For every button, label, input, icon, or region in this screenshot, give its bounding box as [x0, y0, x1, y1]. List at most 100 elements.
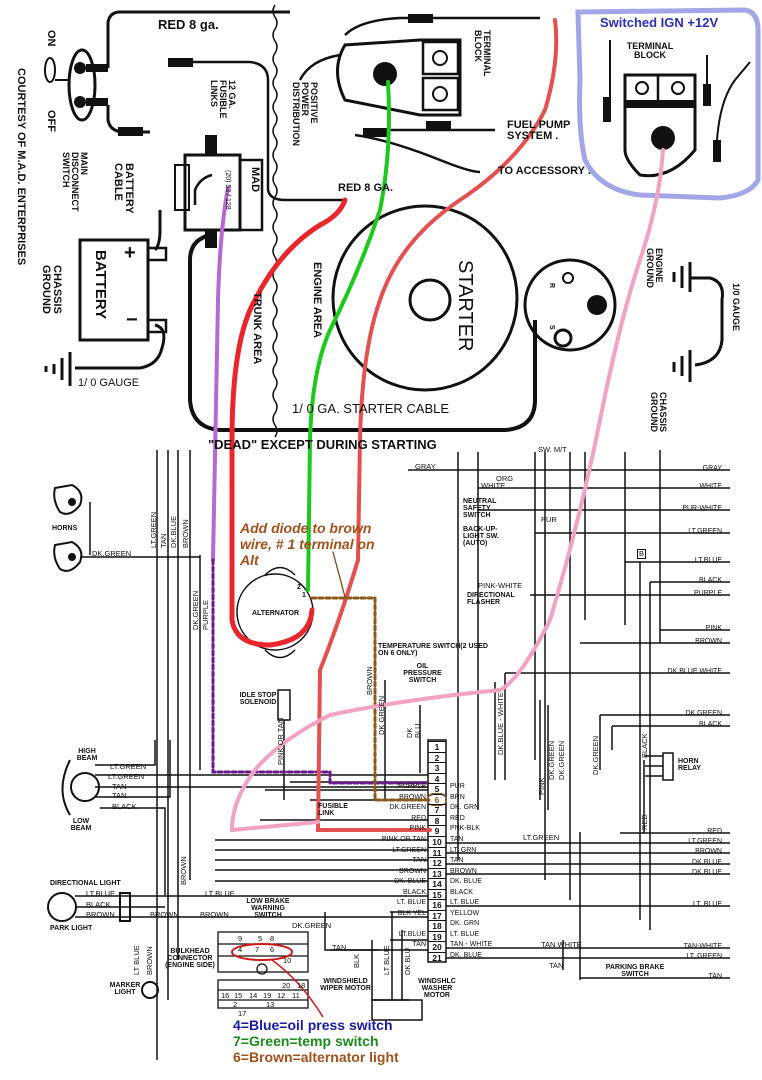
bulkhead-pin-16: 16 — [221, 991, 230, 1000]
fusible-links-label: 12 GA. FUSIBLE LINKS — [209, 80, 237, 119]
connector-right-wire: BROWN — [450, 867, 477, 875]
gray-left-label: GRAY — [415, 462, 436, 471]
bulkhead-pin-10: 10 — [283, 956, 292, 965]
dk-blu-vlabel: DK BLU — [405, 723, 422, 738]
blk-vlabel: BLK — [352, 953, 361, 968]
legend-alternator-light: 6=Brown=alternator light — [233, 1049, 399, 1065]
right-wire-label: BLACK — [699, 577, 722, 584]
bulkhead-pin-6: 6 — [270, 945, 275, 954]
backup-light-label: BACK-UP-LIGHT SW. (AUTO) — [463, 526, 499, 547]
marker-light — [141, 981, 159, 999]
connector-left-wire: LT.GREEN — [392, 846, 426, 854]
headlight — [61, 759, 100, 816]
alternator-label: ALTERNATOR — [252, 610, 300, 617]
right-wire-label: WHITE — [699, 483, 722, 490]
legend-oil-press: 4=Blue=oil press switch — [233, 1017, 393, 1033]
connector-left-wire: LT.BLUE — [398, 930, 426, 938]
switch-on-label: ON — [45, 30, 57, 47]
connector-right-wire: DK. BLUE — [450, 878, 482, 886]
low-beam-label: LOW BEAM — [70, 818, 92, 832]
connector-pin-4: 4 — [428, 772, 446, 784]
right-wire-label: GRAY — [702, 465, 722, 472]
connector-left-wire: PURPLE — [397, 783, 426, 791]
connector-pin-10: 10 — [428, 835, 446, 847]
connector-pin-2: 2 — [428, 751, 446, 763]
bulkhead-pin-8: 8 — [270, 934, 275, 943]
connector-pin-14: 14 — [428, 878, 446, 889]
oil-pressure-label: OIL PRESSURE SWITCH — [403, 663, 442, 684]
starter-r-label: R — [548, 283, 555, 289]
pur-label: PUR — [541, 515, 557, 524]
connector-pin-5: 5 — [428, 783, 446, 794]
mad-codes: (20) 53 / 128 — [224, 170, 231, 210]
gauge-right-label: 1/0 GAUGE — [731, 283, 741, 332]
bulkhead-label: BULKHEAD CONNECTOR (ENGINE SIDE) — [165, 948, 215, 969]
b-marker: B — [637, 549, 647, 559]
mad-label: MAD — [249, 167, 261, 193]
pink-or-tan-vlabel: PINK OR TAN — [276, 717, 285, 765]
directional-flasher-label: DIRECTIONAL FLASHER — [467, 592, 515, 606]
right-wire-label: RED — [707, 828, 722, 835]
vlabel-lt-green: LT.GREEN — [149, 511, 158, 548]
low-brake-label: LOW BRAKE WARNING SWITCH — [246, 898, 290, 919]
connector-right-wire: YELLOW — [450, 909, 480, 917]
vlabel-tan: TAN — [159, 533, 168, 548]
connector-right-wire: BLACK — [450, 888, 473, 896]
connector-pin-9: 9 — [428, 825, 446, 836]
lt-blue-marker-vlabel: LT BLUE — [132, 945, 141, 975]
bulkhead-pin-18: 18 — [297, 981, 306, 990]
battery-minus: − — [126, 309, 138, 331]
connector-right-wire: TAN — [450, 835, 464, 843]
connector-right-wire: TAN - WHITE — [450, 941, 493, 949]
bulkhead-pin-14: 14 — [249, 991, 258, 1000]
pin-pointer-line — [271, 959, 324, 1018]
fusible-link-label: FUSIBLE LINK — [318, 803, 348, 817]
connector-right-wire: RED — [450, 814, 465, 822]
connector-pin-19: 19 — [428, 930, 446, 942]
positive-power-label: POSITIVE POWER DISTRIBUTION — [291, 82, 319, 146]
connector-pin-6: 6 — [427, 792, 447, 806]
connector-right-wire: BRN — [450, 793, 465, 801]
bulkhead-pin-17: 17 — [238, 1009, 247, 1018]
dl-wire-lt-blue: LT.BLUE — [86, 889, 116, 898]
connector-right-wire: PNK-BLK — [450, 825, 480, 833]
engine-area-label: ENGINE AREA — [311, 262, 323, 338]
lt-blue-h-label: LT BLUE — [205, 889, 235, 898]
connector-right-wire: LT. BLUE — [450, 930, 480, 938]
lt-green-mid-label: LT.GREEN — [523, 833, 560, 842]
vlabel-purple: PURPLE — [201, 599, 210, 630]
right-wire-label: DK.GREEN — [685, 710, 722, 717]
red-8ga-mid-label: RED 8 GA. — [338, 182, 394, 194]
chassis-ground-left-label: CHASSIS GROUND — [40, 265, 63, 314]
starter-cable-label: 1/ 0 GA. STARTER CABLE — [292, 401, 450, 416]
bulkhead-pin-7: 7 — [255, 945, 260, 954]
connector-right-wire: PUR — [450, 783, 465, 791]
vlabel-dk-blue: DK.BLUE — [169, 515, 178, 548]
dk-green-lb-label: DK.GREEN — [292, 921, 332, 930]
connector-pin-1: 1 — [428, 741, 446, 752]
connector-pin-13: 13 — [428, 867, 446, 879]
marker-light-label: MARKER LIGHT — [109, 982, 141, 996]
directional-light — [47, 892, 131, 922]
switched-ign-title: Switched IGN +12V — [600, 15, 719, 30]
parking-brake-label: PARKING BRAKE SWITCH — [605, 964, 665, 978]
park-light-label: PARK LIGHT — [50, 925, 93, 932]
connector-left-wire: PINK OR TAN — [381, 835, 426, 843]
connector-pin-7: 7 — [428, 804, 446, 815]
headlight-wire-5: BLACK — [112, 802, 137, 811]
right-wire-label: PINK — [705, 625, 722, 632]
headlight-wire-1: LT.GREEN — [110, 762, 147, 771]
brown-marker-vlabel: BROWN — [145, 946, 154, 975]
red-vlabel: RED — [640, 814, 649, 830]
idle-stop-label: IDLE STOP SOLENOID — [239, 692, 277, 706]
tan-lb-label: TAN — [332, 943, 347, 952]
connector-left-wire: BROWN — [399, 793, 426, 801]
right-wire-label: LT.BLUE — [694, 557, 722, 564]
lower-black-wiring — [75, 450, 730, 1060]
washer-motor-label: WINDSHLC WASHER MOTOR — [418, 978, 456, 999]
right-wire-label: TAN — [708, 973, 722, 980]
brown-vlabel-2: BROWN — [179, 856, 188, 885]
connector-right-wire: DK. GRN — [450, 920, 480, 928]
right-wire-label: LT. GREEN — [686, 953, 722, 960]
